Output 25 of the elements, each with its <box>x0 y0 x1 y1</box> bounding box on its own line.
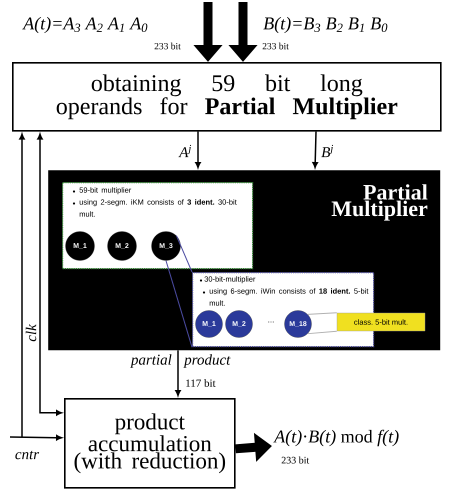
edge-label: A$^{j}$ <box>178 144 193 158</box>
signal-label: partial <box>130 354 172 368</box>
connector-line <box>176 235 192 272</box>
edge-label: cntr <box>14 450 40 460</box>
arrow <box>19 134 25 437</box>
arrow <box>175 350 181 396</box>
input-label: A(t)=A$_{3}$ A$_{2}$ A$_{1}$ A$_{0}$ <box>22 16 148 34</box>
arrow <box>10 434 62 441</box>
arrow <box>312 132 318 168</box>
edge-label: clk <box>24 323 38 343</box>
connector-line <box>307 330 338 334</box>
process-box: product accumulation (with reduction) <box>64 398 236 489</box>
arrow <box>195 132 201 168</box>
bit-width-label: 117 bit <box>186 379 216 387</box>
bit-width-label: 233 bit <box>282 456 310 464</box>
input-label: B(t)=B$_{3}$ B$_{2}$ B$_{1}$ B$_{0}$ <box>263 16 388 34</box>
arrow <box>37 134 62 416</box>
connector-line <box>307 312 338 315</box>
edge-label: B$^{j}$ <box>320 144 335 158</box>
bit-width-label: 233 bit <box>154 42 181 50</box>
signal-label: product <box>183 354 231 368</box>
connector-line <box>166 260 192 348</box>
output-label: A(t)·B(t) mod f(t) <box>273 430 399 446</box>
process-box: obtaining 59 bit long operands for Partial Multiplier <box>12 62 442 132</box>
bit-width-label: 233 bit <box>262 42 289 50</box>
